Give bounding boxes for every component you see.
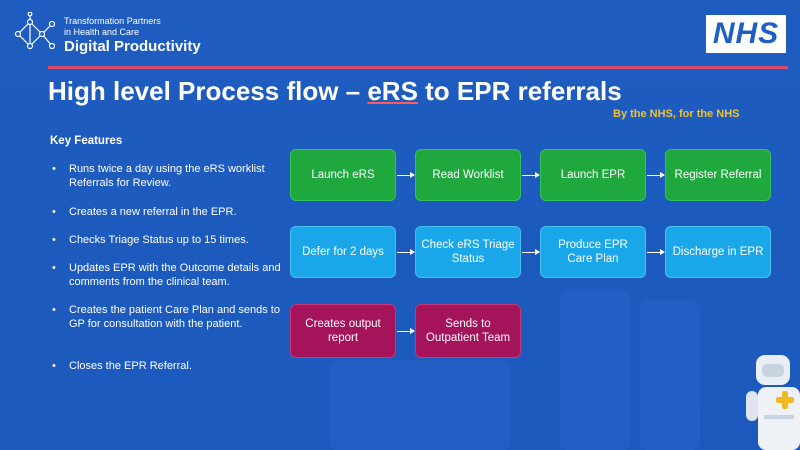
title-part1: High level Process flow – — [48, 76, 368, 106]
org-name-line2: in Health and Care — [64, 27, 140, 37]
key-features-heading: Key Features — [50, 135, 123, 147]
title-part2: eRS — [367, 76, 418, 106]
list-item-text: Creates a new referral in the EPR. — [69, 206, 237, 218]
flow-arrow — [397, 172, 415, 178]
background-shape — [330, 360, 510, 450]
bullet-icon: • — [52, 262, 56, 274]
flow-step-send-outpatient: Sends to Outpatient Team — [415, 304, 521, 358]
network-logo-icon — [14, 12, 56, 50]
page-title: High level Process flow – eRS to EPR ref… — [48, 76, 622, 107]
flow-arrow — [522, 249, 540, 255]
robot-mascot-icon — [746, 355, 800, 450]
flow-arrow — [397, 328, 415, 334]
nhs-logo: NHS — [706, 15, 786, 53]
flow-step-defer: Defer for 2 days — [290, 226, 396, 278]
bullet-icon: • — [52, 360, 56, 372]
flow-step-read-worklist: Read Worklist — [415, 149, 521, 201]
flow-step-produce-care-plan: Produce EPR Care Plan — [540, 226, 646, 278]
bullet-icon: • — [52, 163, 56, 175]
flow-step-check-triage: Check eRS Triage Status — [415, 226, 521, 278]
flow-arrow — [647, 172, 665, 178]
header-divider — [48, 66, 788, 69]
org-name-line1: Transformation Partners — [64, 16, 161, 26]
list-item-text: Checks Triage Status up to 15 times. — [69, 234, 249, 246]
flow-step-output-report: Creates output report — [290, 304, 396, 358]
title-part3: to EPR referrals — [417, 76, 622, 106]
background-shape — [640, 300, 700, 450]
flow-step-launch-ers: Launch eRS — [290, 149, 396, 201]
bullet-icon: • — [52, 234, 56, 246]
bullet-icon: • — [52, 304, 56, 316]
bullet-icon: • — [52, 206, 56, 218]
flow-arrow — [647, 249, 665, 255]
list-item-text: Creates the patient Care Plan and sends … — [69, 304, 280, 330]
nhs-logo-text: NHS — [712, 17, 780, 50]
flow-step-discharge: Discharge in EPR — [665, 226, 771, 278]
background-shape — [560, 290, 630, 450]
flow-arrow — [522, 172, 540, 178]
flow-arrow — [397, 249, 415, 255]
tagline: By the NHS, for the NHS — [613, 108, 740, 120]
list-item-text: Runs twice a day using the eRS worklist … — [69, 163, 265, 189]
flow-step-launch-epr: Launch EPR — [540, 149, 646, 201]
org-title: Digital Productivity — [64, 38, 201, 55]
list-item-text: Closes the EPR Referral. — [69, 360, 192, 372]
list-item-text: Updates EPR with the Outcome details and… — [69, 262, 281, 288]
flow-step-register-referral: Register Referral — [665, 149, 771, 201]
